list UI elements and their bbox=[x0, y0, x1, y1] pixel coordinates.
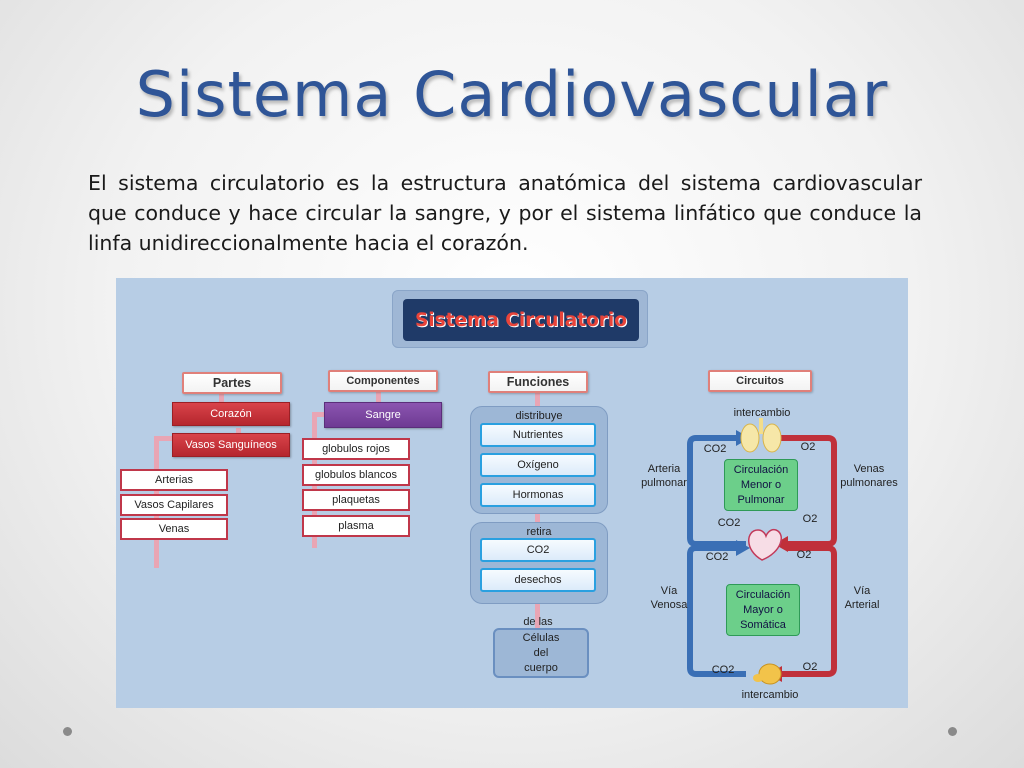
circulatory-system-diagram: Sistema Circulatorio Partes Corazón Vaso… bbox=[116, 278, 908, 708]
co2-label-top-left: CO2 bbox=[703, 443, 727, 455]
o2-label-mid-right-2: O2 bbox=[796, 549, 812, 561]
via-venosa-label: Vía Venosa bbox=[650, 585, 688, 611]
co2-label-mid-left: CO2 bbox=[717, 517, 741, 529]
intercambio-top-label: intercambio bbox=[733, 407, 791, 419]
distribuye-label: distribuye bbox=[515, 410, 563, 422]
circulacion-mayor-box: Circulación Mayor o Somática bbox=[726, 584, 800, 636]
venas-pulmonares-arrow bbox=[776, 435, 837, 547]
vasos-capilares-box: Vasos Capilares bbox=[120, 494, 228, 516]
hormonas-box: Hormonas bbox=[480, 483, 596, 507]
plaquetas-box: plaquetas bbox=[302, 489, 410, 511]
funciones-connector bbox=[535, 602, 540, 632]
desechos-box: desechos bbox=[480, 568, 596, 592]
co2-label-bottom-left: CO2 bbox=[711, 664, 735, 676]
corazon-box: Corazón bbox=[172, 402, 290, 426]
co2-label-mid-left-2: CO2 bbox=[705, 551, 729, 563]
retira-label: retira bbox=[526, 526, 552, 538]
circulacion-menor-box: Circulación Menor o Pulmonar bbox=[724, 459, 798, 511]
globulos-blancos-box: globulos blancos bbox=[302, 464, 410, 486]
arrowhead bbox=[736, 540, 750, 556]
co2-box: CO2 bbox=[480, 538, 596, 562]
componentes-connector bbox=[376, 388, 381, 402]
circuitos-header: Circuitos bbox=[708, 370, 812, 392]
slide-body-text: El sistema circulatorio es la estructura… bbox=[88, 171, 922, 255]
o2-label-top-right: O2 bbox=[800, 441, 816, 453]
arterias-box: Arterias bbox=[120, 469, 228, 491]
de-las-label: de las bbox=[523, 616, 553, 628]
diagram-title: Sistema Circulatorio bbox=[403, 299, 639, 341]
funciones-connector bbox=[535, 512, 540, 526]
o2-label-bottom-right: O2 bbox=[802, 661, 818, 673]
funciones-header: Funciones bbox=[488, 371, 588, 393]
nutrientes-box: Nutrientes bbox=[480, 423, 596, 447]
arteria-pulmonar-arrow bbox=[687, 435, 746, 547]
o2-label-mid-right: O2 bbox=[802, 513, 818, 525]
componentes-connector bbox=[312, 412, 324, 417]
venas-box: Venas bbox=[120, 518, 228, 540]
diagram-title-frame: Sistema Circulatorio bbox=[392, 290, 648, 348]
heart-icon bbox=[748, 528, 782, 561]
via-arterial-arrow bbox=[780, 545, 837, 677]
via-arterial-label: Vía Arterial bbox=[844, 585, 880, 611]
intercambio-bottom-label: intercambio bbox=[741, 689, 799, 701]
componentes-header: Componentes bbox=[328, 370, 438, 392]
slide-nav-dot-right[interactable] bbox=[948, 727, 957, 736]
arteria-pulmonar-label: Arteria pulmonar bbox=[641, 463, 687, 489]
oxigeno-box: Oxígeno bbox=[480, 453, 596, 477]
partes-header: Partes bbox=[182, 372, 282, 394]
slide-title: Sistema Cardiovascular bbox=[135, 58, 889, 131]
vasos-sanguineos-box: Vasos Sanguíneos bbox=[172, 433, 290, 457]
via-venosa-arrow bbox=[687, 545, 746, 677]
connector-layer bbox=[154, 388, 837, 685]
slide-nav-dot-left[interactable] bbox=[63, 727, 72, 736]
funciones-connector bbox=[535, 390, 540, 408]
arrowhead bbox=[774, 536, 788, 552]
sangre-box: Sangre bbox=[324, 402, 442, 428]
plasma-box: plasma bbox=[302, 515, 410, 537]
celulas-box: Células del cuerpo bbox=[493, 628, 589, 678]
lungs-icon bbox=[740, 418, 782, 453]
globulos-rojos-box: globulos rojos bbox=[302, 438, 410, 460]
organ-icon bbox=[753, 663, 782, 685]
venas-pulmonares-label: Venas pulmonares bbox=[840, 463, 898, 489]
